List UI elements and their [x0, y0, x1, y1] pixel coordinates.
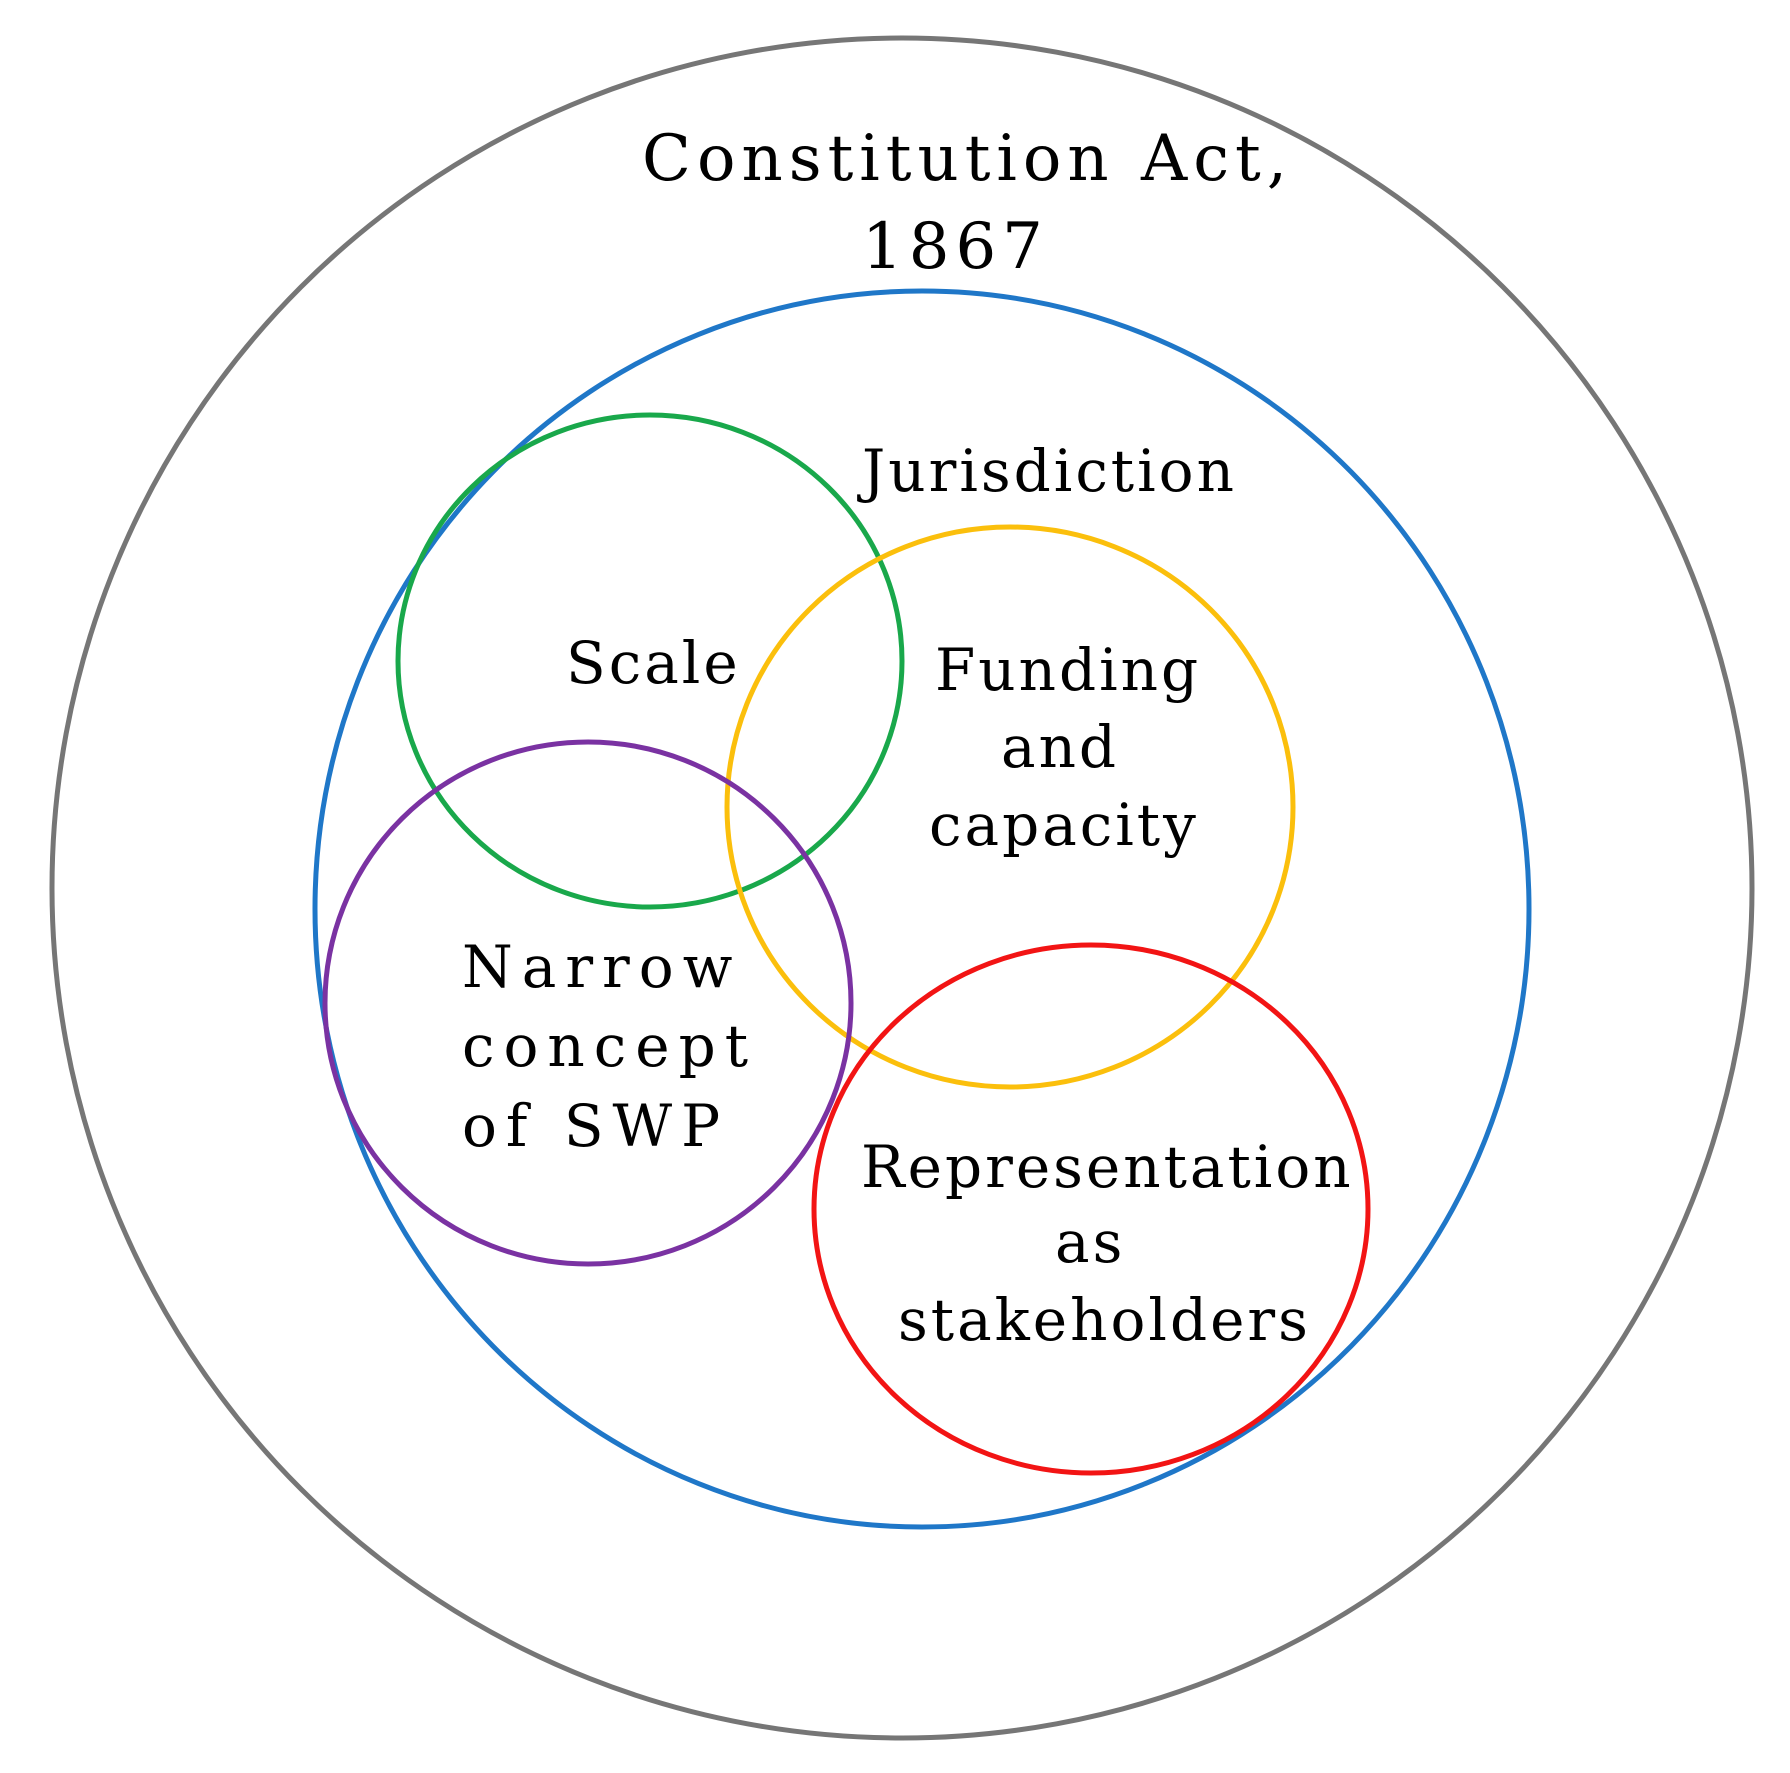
narrow-label-line2: concept [462, 1012, 757, 1080]
narrow-label-line3: of SWP [462, 1092, 729, 1160]
representation-label-line2: as [1055, 1208, 1125, 1276]
funding-capacity-circle [724, 524, 1296, 1090]
scale-circle [395, 412, 905, 910]
constitution-act-label-line1: Constitution Act, [642, 122, 1293, 196]
funding-label-line3: capacity [929, 791, 1199, 859]
constitution-act-label-line2: 1867 [862, 210, 1049, 284]
representation-label-line3: stakeholders [898, 1286, 1311, 1354]
jurisdiction-label: Jurisdiction [857, 437, 1237, 505]
representation-circle [811, 942, 1371, 1476]
narrow-label-line1: Narrow [462, 933, 741, 1001]
jurisdiction-circle [312, 288, 1532, 1530]
constitution-act-circle [49, 35, 1755, 1741]
narrow-concept-circle [322, 739, 854, 1267]
funding-label-line1: Funding [935, 636, 1201, 704]
funding-label-line2: and [1001, 713, 1119, 781]
scale-label: Scale [566, 629, 741, 697]
representation-label-line1: Representation [861, 1133, 1354, 1201]
